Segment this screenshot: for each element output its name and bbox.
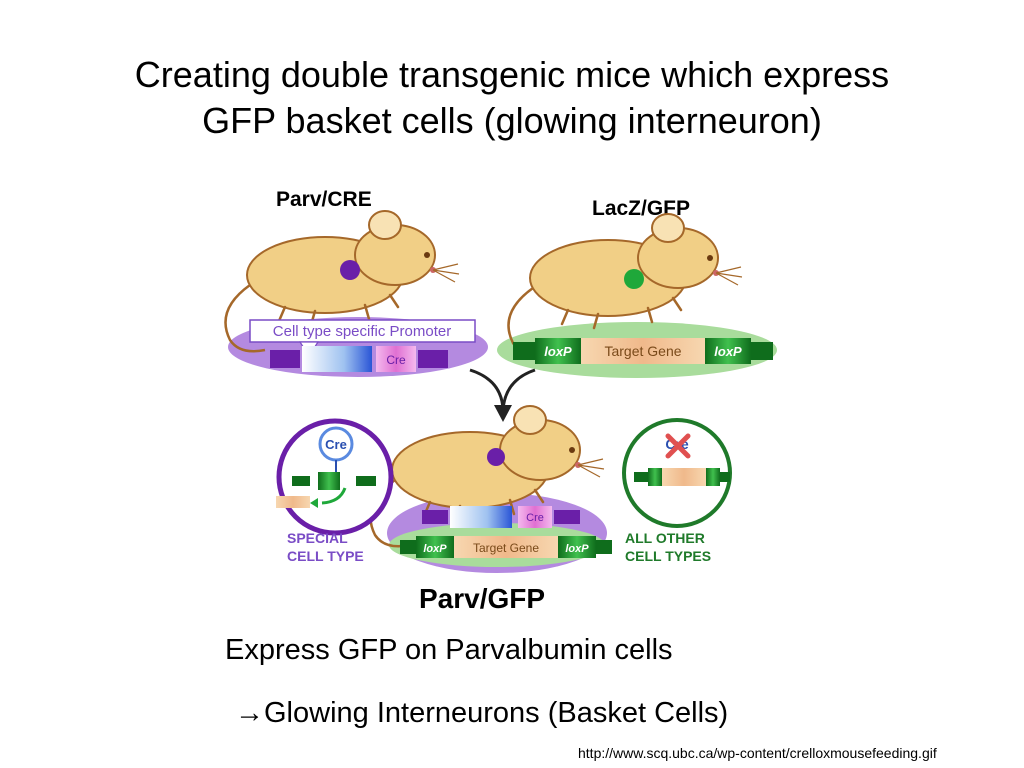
- lacz-gfp-parent: loxP Target Gene loxP: [497, 212, 777, 378]
- cre-label: Cre: [526, 512, 544, 524]
- cre-label: Cre: [325, 437, 347, 452]
- loxp-segment: [558, 536, 596, 558]
- loxp-segment: [706, 468, 720, 486]
- loxp-segment: [705, 338, 751, 364]
- loxp-label: loxP: [423, 543, 447, 555]
- dna-segment: [554, 510, 580, 524]
- title-line-1: Creating double transgenic mice which ex…: [134, 54, 890, 95]
- description-line-2-row: →Glowing Interneurons (Basket Cells): [235, 697, 728, 730]
- merge-arrow-right: [501, 368, 536, 411]
- cre-label: Cre: [386, 353, 406, 367]
- arrow-icon: →: [235, 697, 264, 729]
- purple-cell-marker: [487, 448, 505, 466]
- title-line-2: GFP basket cells (glowing interneuron): [202, 100, 822, 141]
- promoter-segment: [450, 506, 512, 528]
- promoter-segment: [302, 346, 372, 372]
- loxp-label: loxP: [714, 344, 742, 359]
- merge-arrow-left: [469, 368, 505, 411]
- dna-segment: [596, 540, 612, 554]
- loxp-segment: [535, 338, 581, 364]
- dna-segment: [634, 472, 648, 482]
- green-cell-marker: [624, 269, 644, 289]
- dna-segment: [270, 350, 300, 368]
- source-url: http://www.scq.ubc.ca/wp-content/crellox…: [578, 745, 937, 761]
- target-gene-segment: [662, 468, 706, 486]
- loxp-label: loxP: [544, 344, 572, 359]
- description-line-1: Express GFP on Parvalbumin cells: [225, 634, 673, 666]
- loxp-segment: [318, 472, 340, 490]
- excision-arrow: [321, 487, 347, 505]
- dna-segment: [720, 472, 730, 482]
- target-gene-label: Target Gene: [473, 541, 539, 555]
- promoter-label: Cell type specific Promoter: [273, 323, 451, 340]
- purple-cell-marker: [340, 260, 360, 280]
- loxp-segment: [648, 468, 662, 486]
- dna-segment: [292, 476, 310, 486]
- other-cells-line-1: ALL OTHER: [625, 530, 705, 546]
- slide-title: Creating double transgenic mice which ex…: [0, 52, 1024, 144]
- offspring-label: Parv/GFP: [419, 583, 546, 614]
- parv-cre-parent: Cell type specific Promoter Cre: [224, 209, 488, 377]
- special-cell-circle: Cre: [276, 418, 394, 536]
- loxp-segment: [416, 536, 454, 558]
- dna-segment: [751, 342, 773, 360]
- dna-segment: [356, 476, 376, 486]
- dna-segment: [513, 342, 535, 360]
- promoter-box: [249, 319, 476, 343]
- other-cells-circle: Cre: [622, 418, 732, 528]
- dna-segment: [400, 540, 416, 554]
- dna-segment: [418, 350, 448, 368]
- target-gene-label: Target Gene: [604, 343, 681, 359]
- cre-segment: [376, 346, 416, 372]
- arrow-head: [494, 405, 512, 422]
- cre-segment: [518, 506, 552, 528]
- arrow-head: [310, 498, 318, 508]
- dna-segment: [422, 510, 448, 524]
- loxp-label: loxP: [565, 543, 589, 555]
- special-cell-line-2: CELL TYPE: [287, 548, 364, 564]
- description-line-2: Glowing Interneurons (Basket Cells): [264, 697, 729, 729]
- parv-gfp-offspring: Cre loxP Target Gene loxP: [369, 404, 612, 573]
- target-gene-segment: [581, 338, 705, 364]
- other-cells-line-2: CELL TYPES: [625, 548, 711, 564]
- parent-left-label: Parv/CRE: [276, 188, 372, 211]
- special-cell-line-1: SPECIAL: [287, 530, 348, 546]
- excised-gene: [276, 496, 310, 508]
- target-gene-segment: [454, 536, 558, 558]
- no-cre-cross-icon: [665, 433, 691, 459]
